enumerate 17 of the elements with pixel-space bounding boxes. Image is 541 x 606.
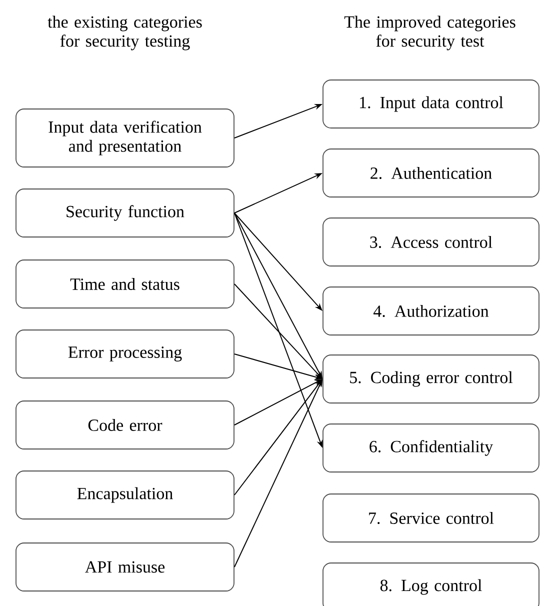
category-box: 6. Confidentiality — [322, 424, 540, 472]
column-heading: The improved categories for security test — [344, 16, 516, 50]
category-box: 8. Log control — [322, 562, 540, 606]
category-box: 1. Input data control — [322, 80, 540, 128]
category-box: 4. Authorization — [322, 286, 540, 336]
category-box: 3. Access control — [322, 218, 540, 266]
category-box: Code error — [16, 400, 234, 450]
category-box: 5. Coding error control — [322, 354, 540, 404]
category-box: Error processing — [16, 330, 234, 378]
category-box: API misuse — [16, 542, 234, 592]
category-box: 7. Service control — [322, 494, 540, 542]
category-box: Encapsulation — [16, 470, 234, 520]
category-box: Security function — [16, 188, 234, 238]
column-heading: the existing categories for security testing — [48, 16, 202, 50]
category-box: Input data verification and presentation — [16, 108, 234, 168]
category-box: Time and status — [16, 260, 234, 308]
category-box: 2. Authentication — [322, 148, 540, 198]
